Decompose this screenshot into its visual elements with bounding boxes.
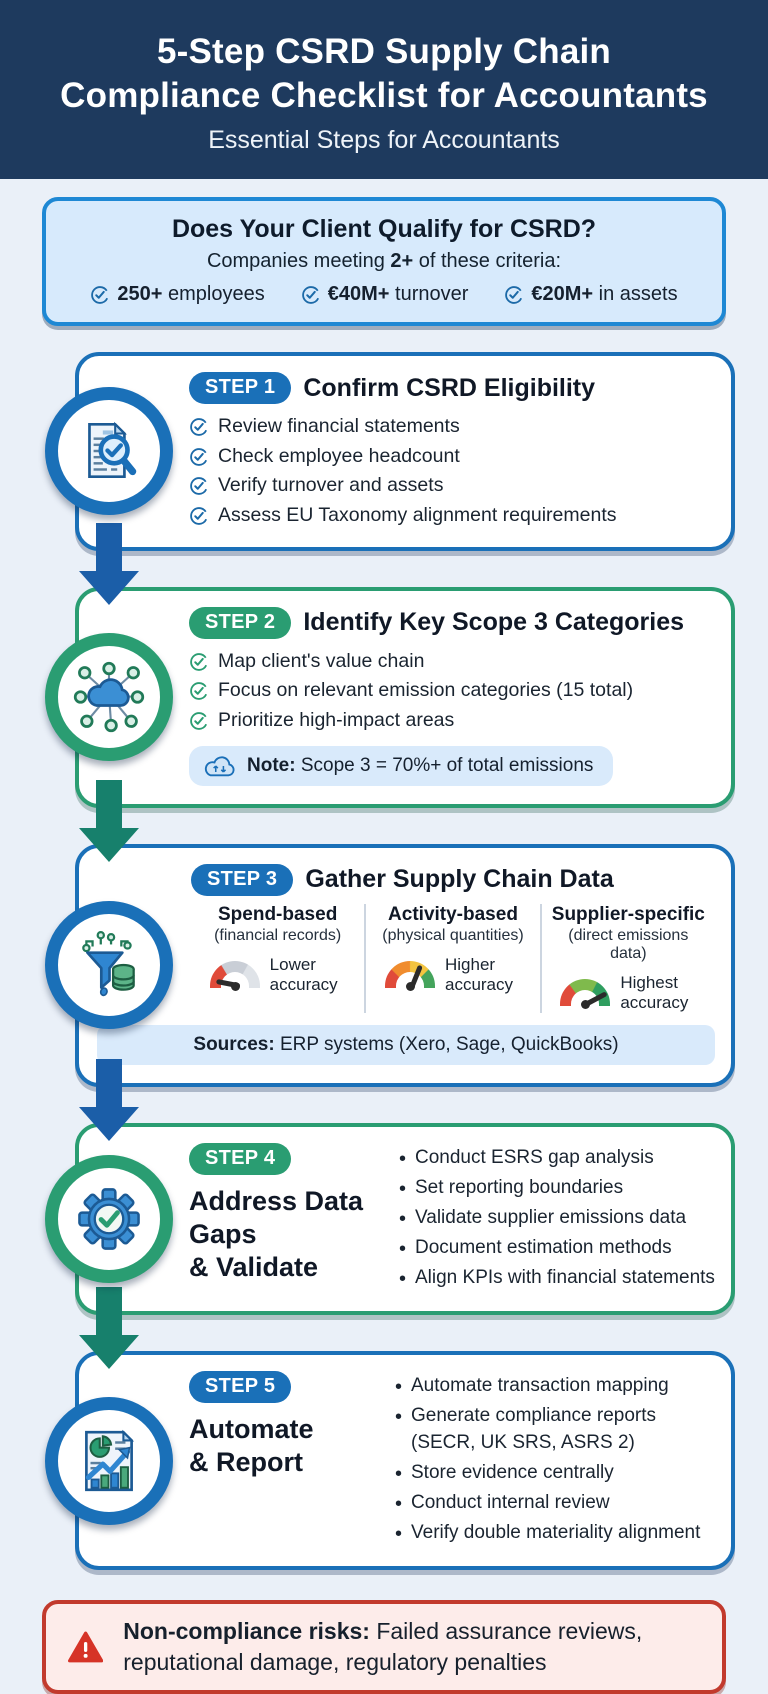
step-1-box: STEP 1 Confirm CSRD Eligibility Review f… <box>75 352 735 551</box>
list-item: Assess EU Taxonomy alignment requirement… <box>189 501 715 531</box>
step-5-section: STEP 5 Automate & Report Automate transa… <box>0 1351 735 1570</box>
check-circle-icon <box>190 652 208 671</box>
check-circle-icon <box>190 507 208 525</box>
list-item: Check employee headcount <box>189 442 715 472</box>
step-1-section: STEP 1 Confirm CSRD Eligibility Review f… <box>0 352 735 551</box>
step-1-title: Confirm CSRD Eligibility <box>303 373 596 402</box>
network-cloud-icon <box>73 661 145 733</box>
step-1-badge-circle <box>45 387 173 516</box>
flow-arrow-down-icon <box>0 779 768 862</box>
warning-text: Non-compliance risks: Failed assurance r… <box>123 1618 643 1676</box>
step-2-section: STEP 2 Identify Key Scope 3 Categories M… <box>0 586 735 808</box>
flow-arrow-down-icon <box>0 1059 768 1142</box>
scope3-note: Note: Scope 3 = 70%+ of total emissions <box>189 745 614 786</box>
list-item: Automate transaction mapping <box>391 1373 715 1401</box>
check-circle-icon <box>190 682 208 701</box>
qualify-title: Does Your Client Qualify for CSRD? <box>171 215 597 244</box>
step-3-box: STEP 3 Gather Supply Chain Data Spend-ba… <box>75 843 735 1088</box>
step-4-pill: STEP 4 <box>189 1143 292 1176</box>
list-item: Align KPIs with financial statements <box>395 1265 715 1293</box>
data-methods-row: Spend-based (financial records) Lower ac… <box>191 903 715 1014</box>
step-5-bullet-list: Automate transaction mapping Generate co… <box>391 1373 715 1550</box>
non-compliance-warning-box: Non-compliance risks: Failed assurance r… <box>42 1600 726 1694</box>
check-circle-icon <box>301 285 320 304</box>
step-4-badge-circle <box>45 1155 173 1284</box>
criterion-turnover: €40M+ turnover <box>301 283 468 306</box>
check-circle-icon <box>505 285 524 304</box>
list-item: Document estimation methods <box>395 1235 715 1263</box>
step-2-badge-circle <box>45 633 173 762</box>
list-item: Generate compliance reports (SECR, UK SR… <box>391 1403 715 1457</box>
method-activity-based: Activity-based (physical quantities) Hig… <box>364 903 539 1014</box>
step-2-checklist: Map client's value chain Focus on releva… <box>189 647 715 736</box>
step-4-title: Address Data Gaps & Validate <box>189 1186 364 1283</box>
list-item: Validate supplier emissions data <box>395 1205 715 1233</box>
step-4-box: STEP 4 Address Data Gaps & Validate Cond… <box>75 1123 735 1316</box>
criterion-employees: 250+ employees <box>90 283 265 306</box>
document-magnifier-icon <box>88 422 137 479</box>
step-2-title: Identify Key Scope 3 Categories <box>303 608 685 637</box>
gear-check-icon <box>78 1188 140 1251</box>
list-item: Conduct ESRS gap analysis <box>395 1145 715 1173</box>
list-item: Verify turnover and assets <box>189 471 715 501</box>
check-circle-icon <box>91 285 110 304</box>
list-item: Map client's value chain <box>189 647 715 677</box>
check-circle-icon <box>190 712 208 730</box>
step-5-badge-circle <box>45 1396 173 1525</box>
step-4-section: STEP 4 Address Data Gaps & Validate Cond… <box>0 1123 735 1316</box>
flow-arrow-down-icon <box>0 1287 768 1370</box>
flow-arrow-down-icon <box>0 522 768 605</box>
funnel-data-icon <box>82 931 135 997</box>
list-item: Focus on relevant emission categories (1… <box>189 676 715 706</box>
list-item: Review financial statements <box>189 412 715 442</box>
step-3-section: STEP 3 Gather Supply Chain Data Spend-ba… <box>0 843 735 1088</box>
list-item: Verify double materiality alignment <box>391 1520 715 1548</box>
list-item: Conduct internal review <box>391 1490 715 1518</box>
check-circle-icon <box>190 447 208 466</box>
accuracy-gauge-low-icon <box>209 961 260 992</box>
sources-bar: Sources: ERP systems (Xero, Sage, QuickB… <box>97 1025 715 1066</box>
criteria-row: 250+ employees €40M+ turnover €20M+ in a… <box>56 283 712 306</box>
step-3-badge-circle <box>45 901 173 1030</box>
page-subtitle: Essential Steps for Accountants <box>208 126 560 155</box>
step-1-pill: STEP 1 <box>189 372 292 405</box>
step-2-pill: STEP 2 <box>189 606 292 639</box>
report-chart-icon <box>85 1429 135 1491</box>
check-circle-icon <box>190 477 208 496</box>
list-item: Store evidence centrally <box>391 1460 715 1488</box>
step-3-title: Gather Supply Chain Data <box>305 865 614 894</box>
list-item: Prioritize high-impact areas <box>189 706 715 736</box>
emissions-cloud-icon <box>204 755 235 776</box>
accuracy-gauge-high-icon <box>384 961 435 992</box>
step-3-pill: STEP 3 <box>191 863 294 896</box>
step-2-box: STEP 2 Identify Key Scope 3 Categories M… <box>75 586 735 808</box>
qualify-criteria-box: Does Your Client Qualify for CSRD? Compa… <box>42 197 726 327</box>
accuracy-gauge-highest-icon <box>560 979 611 1010</box>
check-circle-icon <box>190 418 208 437</box>
criterion-assets: €20M+ in assets <box>504 283 678 306</box>
step-4-bullet-list: Conduct ESRS gap analysis Set reporting … <box>395 1145 715 1295</box>
warning-triangle-icon <box>68 1631 104 1663</box>
method-supplier-specific: Supplier-specific (direct emissions data… <box>539 903 715 1014</box>
step-5-title: Automate & Report <box>189 1414 314 1478</box>
step-1-checklist: Review financial statements Check employ… <box>189 412 715 531</box>
qualify-subtitle: Companies meeting 2+ of these criteria: <box>206 250 562 273</box>
step-5-box: STEP 5 Automate & Report Automate transa… <box>75 1351 735 1570</box>
list-item: Set reporting boundaries <box>395 1175 715 1203</box>
method-spend-based: Spend-based (financial records) Lower ac… <box>191 904 364 1014</box>
